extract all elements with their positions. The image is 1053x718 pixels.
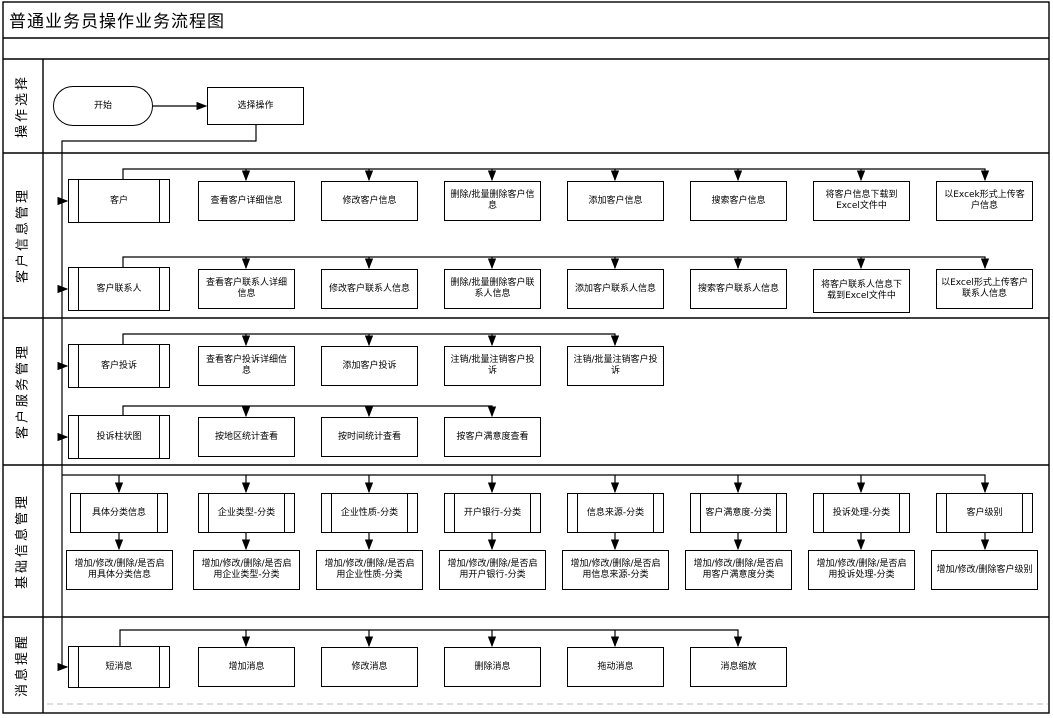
node-complaint: 客户投诉	[68, 344, 170, 388]
node-basic-bottom-5: 增加/修改/删除/是否启用信息来源-分类	[562, 550, 669, 590]
node-contact-action-6: 将客户联系人信息下载到Excel文件中	[813, 269, 910, 313]
node-customer-action-4: 添加客户信息	[567, 181, 664, 221]
lane-label-basic-info: 基础信息管理	[15, 493, 30, 590]
node-basic-bottom-1: 增加/修改/删除/是否启用具体分类信息	[66, 550, 173, 590]
node-basic-top-6: 客户满意度-分类	[690, 493, 787, 533]
node-chart-action-1: 按地区统计查看	[198, 417, 295, 457]
node-contact-action-1: 查看客户联系人详细信息	[198, 269, 295, 309]
node-customer-action-7: 以Excek形式上传客户信息	[936, 181, 1033, 221]
node-basic-top-1: 具体分类信息	[70, 493, 168, 533]
node-customer: 客户	[68, 179, 170, 223]
node-contact-action-7: 以Excel形式上传客户联系人信息	[936, 269, 1033, 309]
node-basic-top-2: 企业类型-分类	[198, 493, 295, 533]
node-basic-bottom-3: 增加/修改/删除/是否启用企业性质-分类	[316, 550, 423, 590]
lane-label-customer-info: 客户信息管理	[15, 187, 31, 284]
node-basic-bottom-2: 增加/修改/删除/是否启用企业类型-分类	[193, 550, 300, 590]
node-message-action-5: 消息缩放	[690, 647, 787, 687]
node-complaint-chart: 投诉柱状图	[68, 415, 170, 459]
node-customer-action-3: 删除/批量删除客户信息	[444, 181, 541, 221]
node-contact-action-3: 删除/批量删除客户联系人信息	[444, 269, 541, 309]
node-message-action-4: 拖动消息	[567, 647, 664, 687]
node-contact-action-4: 添加客户联系人信息	[567, 269, 664, 309]
lane-label-operation-select: 操作选择	[15, 74, 30, 139]
node-complaint-action-2: 添加客户投诉	[321, 346, 418, 386]
node-basic-bottom-8: 增加/修改/删除客户级别	[931, 550, 1038, 590]
lane-label-customer-service: 客户服务管理	[15, 343, 31, 440]
node-basic-top-5: 信息来源-分类	[567, 493, 664, 533]
node-message-action-2: 修改消息	[321, 647, 418, 687]
node-basic-bottom-4: 增加/修改/删除/是否启用开户银行-分类	[439, 550, 546, 590]
lane-label-message-remind: 消息提醒	[15, 633, 30, 698]
node-short-message: 短消息	[68, 646, 170, 688]
node-customer-action-2: 修改客户信息	[321, 181, 418, 221]
node-complaint-action-3: 注销/批量注销客户投诉	[444, 346, 541, 386]
node-basic-top-4: 开户银行-分类	[444, 493, 541, 533]
node-complaint-action-4: 注销/批量注销客户投诉	[567, 346, 664, 386]
node-basic-top-7: 投诉处理-分类	[813, 493, 910, 533]
node-choose-operation: 选择操作	[207, 87, 304, 125]
node-customer-action-6: 将客户信息下载到Excel文件中	[813, 181, 910, 221]
node-customer-action-1: 查看客户详细信息	[198, 181, 295, 221]
node-customer-action-5: 搜索客户信息	[690, 181, 787, 221]
node-basic-top-3: 企业性质-分类	[321, 493, 418, 533]
node-basic-top-8: 客户级别	[936, 493, 1033, 533]
node-complaint-action-1: 查看客户投诉详细信息	[198, 346, 295, 386]
node-message-action-3: 删除消息	[444, 647, 541, 687]
node-start: 开始	[53, 86, 153, 126]
node-customer-contact: 客户联系人	[68, 267, 170, 311]
node-chart-action-2: 按时间统计查看	[321, 417, 418, 457]
node-message-action-1: 增加消息	[198, 647, 295, 687]
node-basic-bottom-6: 增加/修改/删除/是否启用客户满意度分类	[685, 550, 792, 590]
node-basic-bottom-7: 增加/修改/删除/是否启用投诉处理-分类	[808, 550, 915, 590]
diagram-title: 普通业务员操作业务流程图	[9, 12, 225, 32]
node-chart-action-3: 按客户满意度查看	[444, 417, 541, 457]
node-contact-action-5: 搜索客户联系人信息	[690, 269, 787, 309]
node-contact-action-2: 修改客户联系人信息	[321, 269, 418, 309]
